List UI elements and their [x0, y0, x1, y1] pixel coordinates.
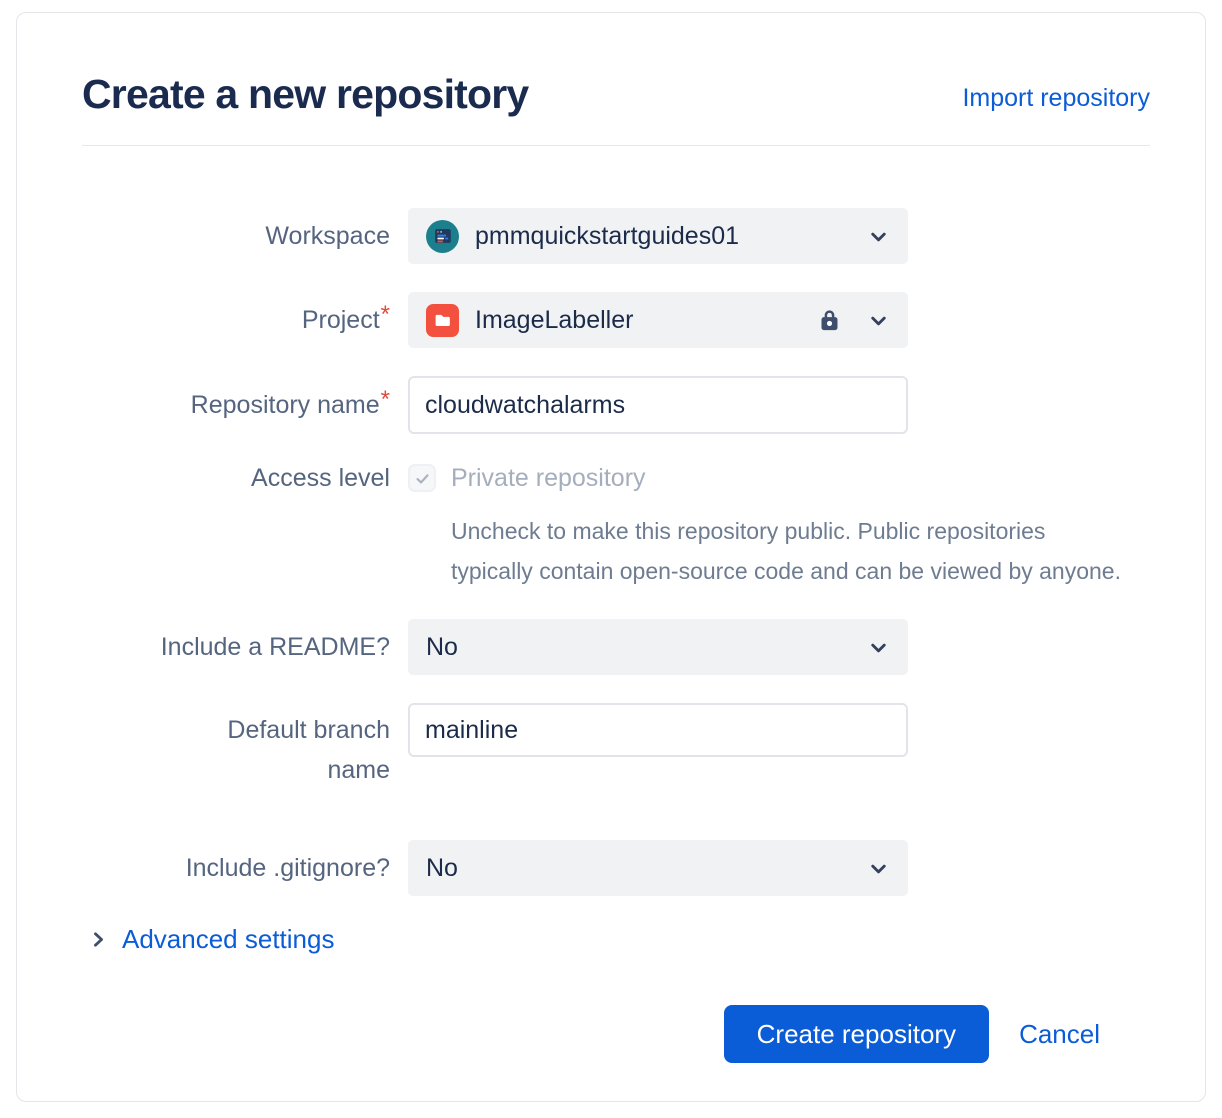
repository-name-row: Repository name*: [82, 376, 1150, 434]
default-branch-label: Default branch name: [227, 716, 390, 784]
access-level-label: Access level: [251, 464, 390, 492]
readme-row: Include a README? No: [82, 619, 1150, 675]
form-actions: Create repository Cancel: [82, 1005, 1150, 1063]
workspace-label: Workspace: [265, 222, 390, 250]
gitignore-label: Include .gitignore?: [185, 854, 390, 882]
readme-label: Include a README?: [160, 633, 390, 661]
import-repository-link[interactable]: Import repository: [962, 84, 1150, 112]
gitignore-value: No: [426, 853, 458, 882]
readme-value: No: [426, 632, 458, 661]
private-repository-label: Private repository: [451, 463, 646, 492]
gitignore-row: Include .gitignore? No: [82, 840, 1150, 896]
lock-icon: [816, 307, 843, 334]
create-repository-button[interactable]: Create repository: [723, 1005, 990, 1063]
workspace-value: pmmquickstartguides01: [475, 221, 740, 250]
readme-select[interactable]: No: [408, 619, 908, 675]
chevron-down-icon: [867, 857, 890, 880]
advanced-settings-toggle[interactable]: Advanced settings: [88, 924, 334, 955]
chevron-right-icon: [88, 929, 109, 950]
gitignore-select[interactable]: No: [408, 840, 908, 896]
access-level-help-text: Uncheck to make this repository public. …: [451, 518, 1121, 584]
private-repository-checkbox[interactable]: [408, 464, 436, 492]
workspace-select[interactable]: pmmquickstartguides01: [408, 208, 908, 264]
chevron-down-icon: [867, 636, 890, 659]
repository-name-label: Repository name*: [190, 386, 390, 419]
access-level-row: Access level Private repository Uncheck …: [82, 462, 1150, 591]
create-repository-card: Create a new repository Import repositor…: [16, 12, 1206, 1102]
chevron-down-icon: [867, 225, 890, 248]
chevron-down-icon: [867, 309, 890, 332]
required-asterisk: *: [380, 386, 390, 413]
workspace-avatar-icon: [426, 219, 459, 253]
advanced-settings-label: Advanced settings: [122, 924, 335, 954]
project-label: Project*: [301, 301, 390, 334]
required-asterisk: *: [380, 301, 390, 328]
page-title: Create a new repository: [82, 71, 529, 117]
project-select[interactable]: ImageLabeller: [408, 292, 908, 348]
cancel-button[interactable]: Cancel: [1019, 1018, 1100, 1049]
checkbox-check-icon: [415, 473, 429, 484]
project-value: ImageLabeller: [475, 305, 634, 334]
access-level-field: Private repository Uncheck to make this …: [408, 462, 1121, 591]
project-row: Project* ImageLabeller: [82, 292, 1150, 348]
header: Create a new repository Import repositor…: [82, 71, 1150, 118]
default-branch-row: Default branch name: [82, 703, 1150, 790]
default-branch-input[interactable]: [408, 703, 908, 757]
workspace-row: Workspace pmmquickstartguides01: [82, 208, 1150, 264]
folder-icon: [426, 303, 459, 337]
header-divider: [82, 145, 1150, 146]
create-repository-form: Workspace pmmquickstartguides01: [82, 208, 1150, 1063]
repository-name-input[interactable]: [408, 376, 908, 434]
